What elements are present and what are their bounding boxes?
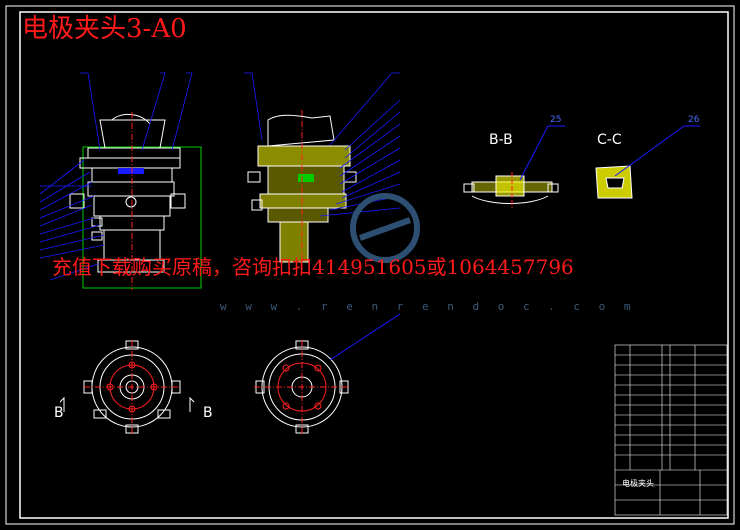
plan-view-left: [83, 340, 181, 436]
promo-banner: 充值下载购买原稿，咨询扣扣414951605或1064457796: [52, 255, 574, 279]
front-view: [69, 112, 202, 290]
section-cc-label: C-C: [597, 132, 622, 148]
balloon-25: 25: [550, 115, 562, 125]
sheet-border: [5, 5, 735, 525]
watermark-logo-icon: [350, 193, 420, 263]
plan-view-right: [254, 313, 401, 436]
section-bb: [463, 125, 565, 208]
view-mark-left: B: [54, 405, 64, 421]
section-cc: [595, 125, 700, 199]
drawing-title: 电极夹头3-A0: [22, 14, 187, 44]
balloon-26: 26: [688, 115, 700, 125]
view-mark-right: B: [203, 405, 213, 421]
watermark-url: w w w . r e n r e n d o c . c o m: [220, 300, 637, 313]
section-view: [247, 110, 357, 270]
section-bb-label: B-B: [489, 132, 513, 148]
drawing-frame: [19, 11, 729, 519]
title-block: [614, 344, 728, 516]
watermark-swoosh-icon: [358, 217, 412, 241]
front-leaders: [39, 72, 193, 281]
view-arrows: [59, 396, 195, 412]
title-block-name: 电极夹头: [622, 479, 654, 488]
